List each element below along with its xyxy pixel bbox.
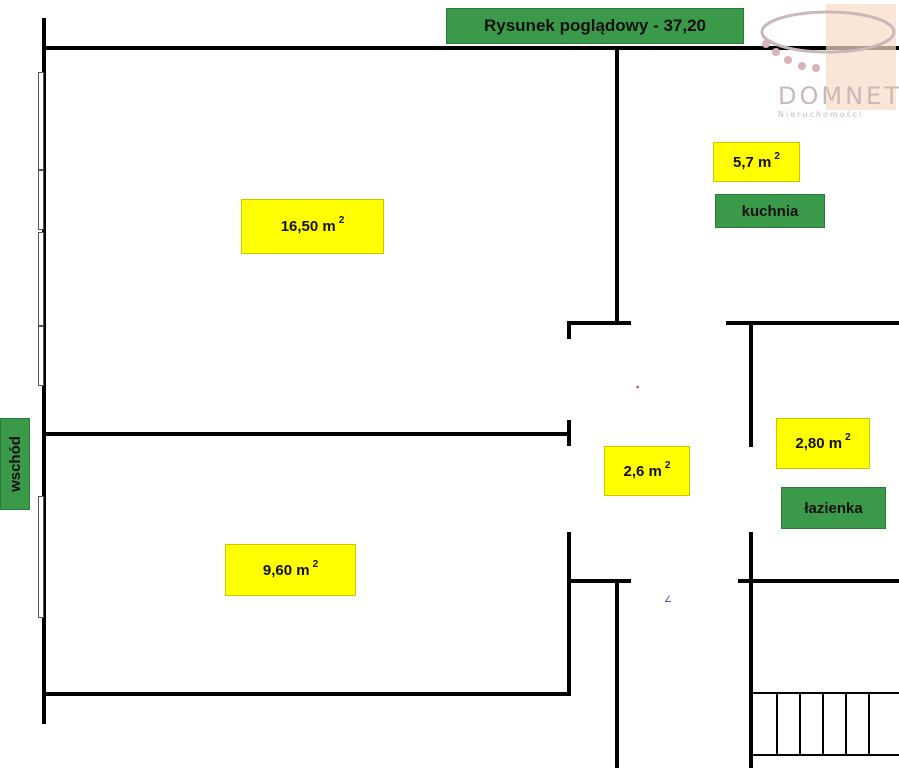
wall-bathroom-top <box>726 321 899 325</box>
area-superscript: 2 <box>774 150 780 162</box>
logo-tagline: Nieruchomości <box>778 110 864 119</box>
wall-bottom <box>42 692 571 696</box>
wall-bathroom-bottom <box>738 579 899 583</box>
area-superscript: 2 <box>312 558 319 570</box>
wall-middle-horizontal <box>42 432 571 436</box>
wall-top <box>42 46 899 50</box>
side-label-east: wschód <box>0 418 30 510</box>
wall-outer-left <box>42 18 46 724</box>
area-value: 2,6 m <box>623 462 662 480</box>
wall-hall-top-left <box>567 321 631 325</box>
wall-hall-left-lower <box>567 532 571 696</box>
stair-step <box>822 692 824 756</box>
area-value: 5,7 m <box>733 153 772 171</box>
wall-hall-left-upper <box>567 321 571 339</box>
area-superscript: 2 <box>845 432 851 443</box>
area-value: 16,50 m <box>280 218 336 235</box>
window-4 <box>38 326 44 386</box>
stray-mark: ▪ <box>636 382 640 392</box>
wall-bathroom-left-upper <box>749 321 753 447</box>
area-value: 2,80 m <box>795 435 843 452</box>
stair-step <box>845 692 847 756</box>
logo-graphic <box>760 4 896 110</box>
wall-bathroom-left-lower <box>749 532 753 582</box>
wall-hall-bottom-left <box>567 579 631 583</box>
room-name-bathroom: łazienka <box>781 487 886 529</box>
wall-stair-left <box>749 579 753 768</box>
window-1 <box>38 72 44 170</box>
stair-step <box>799 692 801 756</box>
area-superscript: 2 <box>338 215 345 226</box>
logo-name: DOMNET <box>778 82 899 110</box>
window-5 <box>38 496 44 618</box>
wall-hall-right-lower <box>615 579 619 768</box>
stair-step <box>868 692 870 756</box>
plan-title: Rysunek poglądowy - 37,20 <box>446 8 744 44</box>
wall-bedroom-right <box>615 50 619 322</box>
area-value: 9,60 m <box>262 561 310 579</box>
room-name-kitchen: kuchnia <box>715 194 825 228</box>
window-2 <box>38 170 44 230</box>
stray-mark: ∠ <box>664 594 673 604</box>
area-superscript: 2 <box>664 459 671 471</box>
window-3 <box>38 232 44 326</box>
logo <box>756 0 899 125</box>
stair-step <box>776 692 778 756</box>
stairs <box>751 692 899 756</box>
